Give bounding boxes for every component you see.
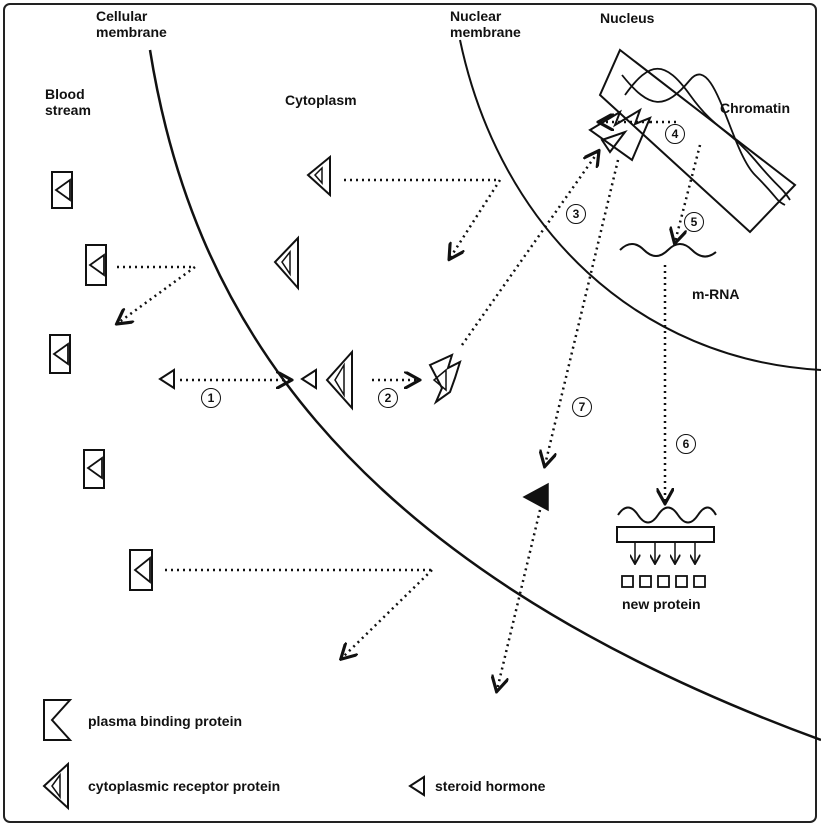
legend-cytoplasmic-receptor-icon (44, 764, 68, 808)
step-1-badge: 1 (201, 388, 221, 408)
step-4-badge: 4 (665, 124, 685, 144)
blood-plasma-protein-4 (84, 450, 104, 488)
step-2-badge: 2 (378, 388, 398, 408)
label-new-protein: new protein (622, 596, 701, 612)
steroid-hormone-entering (302, 370, 316, 388)
mrna-wave (620, 244, 716, 257)
step-7-badge: 7 (572, 397, 592, 417)
cellular-membrane-line (150, 50, 821, 740)
steroid-hormone-free (160, 370, 174, 388)
released-hormone-icon (524, 484, 548, 510)
cytoplasmic-receptor-2 (275, 238, 298, 288)
label-mrna: m-RNA (692, 286, 739, 302)
label-cytoplasm: Cytoplasm (285, 92, 357, 108)
legend-cytoplasmic-receptor-label: cytoplasmic receptor protein (88, 778, 280, 794)
step-5-badge: 5 (684, 212, 704, 232)
cytoplasmic-receptor-1 (308, 157, 330, 195)
blood-plasma-protein-3 (50, 335, 70, 373)
nuclear-membrane-line (460, 40, 821, 370)
legend-steroid-hormone-label: steroid hormone (435, 778, 545, 794)
legend-plasma-binding-protein-label: plasma binding protein (88, 713, 242, 729)
label-nucleus: Nucleus (600, 10, 654, 26)
legend-steroid-hormone-icon (410, 777, 424, 795)
chromatin-box (600, 50, 795, 232)
label-cellular-membrane: Cellular membrane (96, 8, 167, 40)
blood-plasma-protein-2 (86, 245, 106, 285)
blood-plasma-protein-5 (130, 550, 152, 590)
label-chromatin: Chromatin (720, 100, 790, 116)
blood-plasma-protein-1 (52, 172, 72, 208)
label-blood-stream: Blood stream (45, 86, 91, 118)
step-6-badge: 6 (676, 434, 696, 454)
step-3-badge: 3 (566, 204, 586, 224)
ribosome-icon (617, 508, 716, 588)
legend-plasma-binding-protein-icon (44, 700, 70, 740)
activated-complex-icon (430, 355, 460, 402)
figure-border (4, 4, 816, 822)
nuclear-complex-icon (590, 110, 650, 160)
label-nuclear-membrane: Nuclear membrane (450, 8, 521, 40)
cytoplasmic-receptor-3 (327, 352, 352, 408)
